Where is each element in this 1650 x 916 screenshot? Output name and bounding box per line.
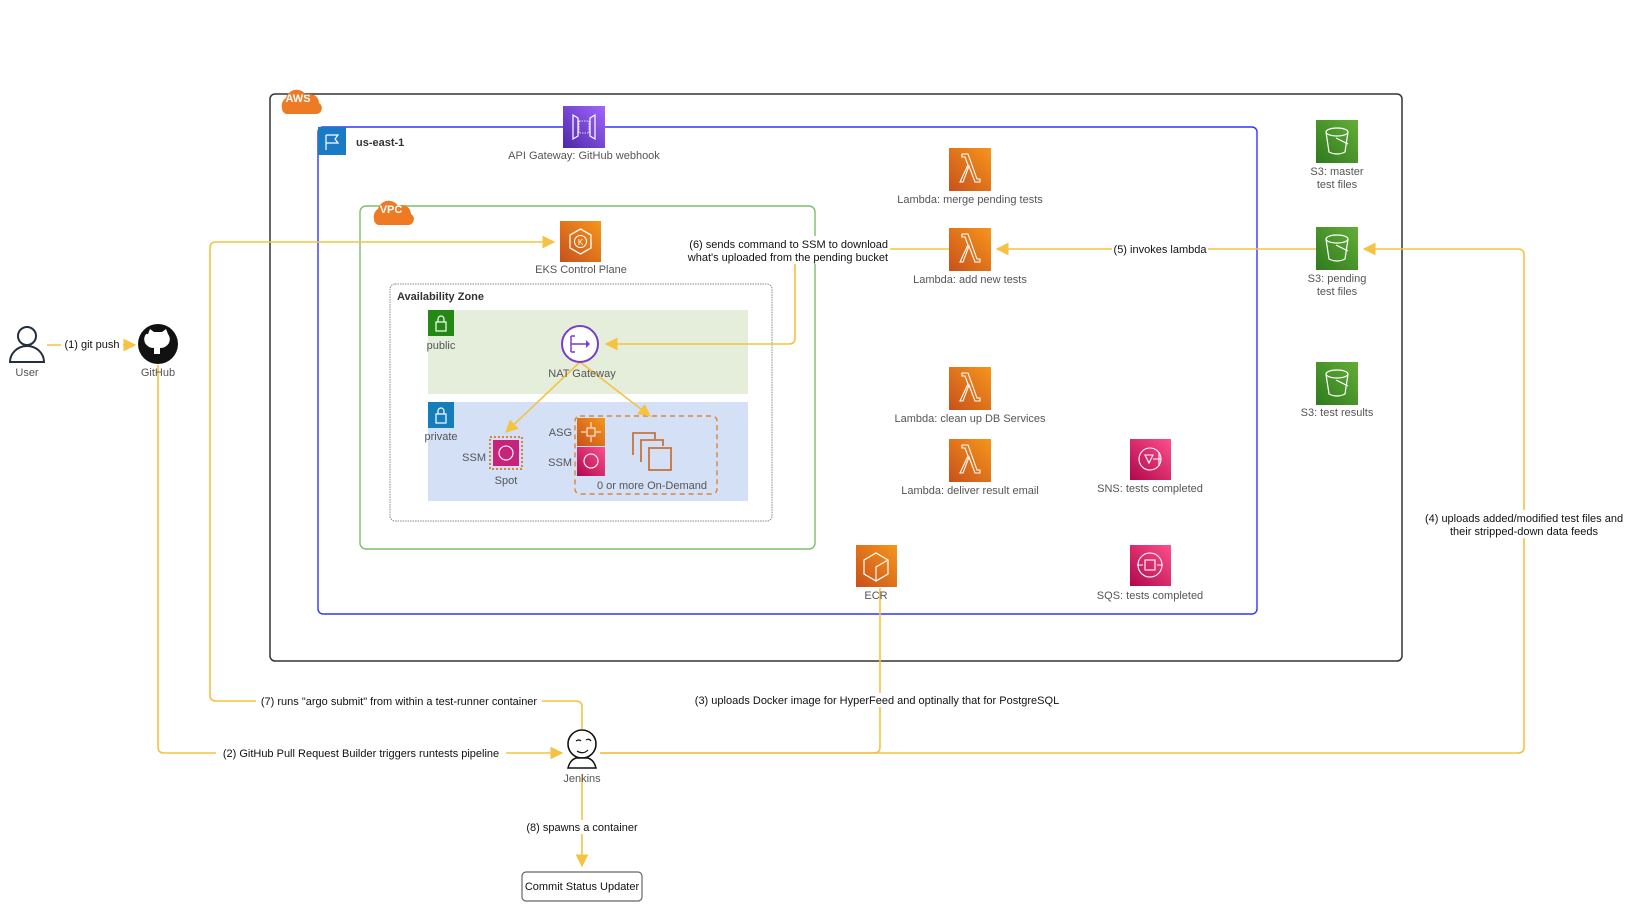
s3-results-node[interactable]: S3: test results bbox=[1301, 362, 1374, 419]
s3-pending-node[interactable]: S3: pending test files bbox=[1308, 227, 1367, 298]
edge-label-3: (3) uploads Docker image for HyperFeed a… bbox=[695, 695, 1059, 707]
vpc-cloud-badge: VPC bbox=[373, 200, 414, 225]
eks-icon bbox=[560, 221, 601, 262]
s3-results-label: S3: test results bbox=[1301, 407, 1374, 419]
instances-icon bbox=[632, 432, 672, 471]
on-demand-instances-node[interactable]: 0 or more On-Demand bbox=[597, 432, 707, 492]
api-gateway-icon bbox=[563, 106, 605, 148]
edge-label-8: (8) spawns a container bbox=[526, 822, 638, 834]
edge-jenkins-to-eks[interactable] bbox=[209, 235, 583, 729]
availability-zone-group: Availability Zone bbox=[389, 283, 773, 522]
on-demand-label: 0 or more On-Demand bbox=[597, 480, 707, 492]
vpc-group-label: VPC bbox=[380, 204, 403, 216]
edge-label-4-line1: (4) uploads added/modified test files an… bbox=[1425, 513, 1623, 525]
asg-node[interactable]: ASG bbox=[549, 418, 605, 446]
vpc-group: VPC bbox=[359, 200, 816, 550]
private-subnet-label: private bbox=[424, 431, 457, 443]
s3-master-node[interactable]: S3: master test files bbox=[1310, 120, 1364, 191]
lambda-cleanup-node[interactable]: Lambda: clean up DB Services bbox=[894, 367, 1046, 425]
spot-ssm-label: SSM bbox=[462, 452, 486, 464]
edge-jenkins-to-ecr[interactable] bbox=[600, 588, 881, 754]
lambda-add-label: Lambda: add new tests bbox=[913, 274, 1027, 286]
region-group: us-east-1 bbox=[317, 126, 1258, 615]
edges bbox=[47, 235, 1525, 868]
jenkins-label: Jenkins bbox=[563, 773, 601, 785]
commit-status-updater-node[interactable]: Commit Status Updater bbox=[521, 871, 643, 902]
lambda-email-node[interactable]: Lambda: deliver result email bbox=[901, 439, 1039, 497]
ec2-spot-icon bbox=[489, 436, 523, 470]
spot-instance-node[interactable]: SSM Spot bbox=[462, 436, 523, 487]
s3-bucket-icon bbox=[1316, 227, 1358, 270]
aws-cloud-group: AWS bbox=[269, 89, 1403, 662]
ecr-label: ECR bbox=[864, 590, 887, 602]
user-node[interactable]: User bbox=[8, 326, 46, 379]
aws-cloud-badge: AWS bbox=[281, 89, 322, 114]
api-gateway-label: API Gateway: GitHub webhook bbox=[508, 150, 660, 162]
sqs-icon bbox=[1130, 545, 1171, 586]
edge-label-2: (2) GitHub Pull Request Builder triggers… bbox=[223, 748, 499, 760]
lambda-email-label: Lambda: deliver result email bbox=[901, 485, 1039, 497]
public-lock-icon bbox=[428, 310, 454, 336]
edge-jenkins-to-s3-pending[interactable] bbox=[600, 242, 1525, 754]
s3-master-label-line2: test files bbox=[1317, 179, 1358, 191]
availability-zone-label: Availability Zone bbox=[397, 291, 484, 303]
edge-lambda-to-nat[interactable] bbox=[604, 248, 949, 351]
s3-pending-label-line1: S3: pending bbox=[1308, 273, 1367, 285]
region-label: us-east-1 bbox=[356, 137, 404, 149]
public-subnet-label: public bbox=[427, 340, 456, 352]
private-lock-icon bbox=[428, 402, 454, 428]
spot-label: Spot bbox=[495, 475, 518, 487]
commit-status-updater-label: Commit Status Updater bbox=[525, 881, 640, 893]
github-label: GitHub bbox=[141, 367, 175, 379]
nat-gateway-label: NAT Gateway bbox=[548, 368, 616, 380]
edge-label-4-line2: their stripped-down data feeds bbox=[1450, 526, 1598, 538]
sns-label: SNS: tests completed bbox=[1097, 483, 1203, 495]
edge-github-to-jenkins[interactable] bbox=[157, 365, 564, 760]
aws-group-label: AWS bbox=[285, 93, 310, 105]
s3-bucket-icon bbox=[1316, 362, 1358, 405]
user-icon bbox=[8, 326, 46, 363]
edge-label-1: (1) git push bbox=[64, 339, 119, 351]
lambda-merge-label: Lambda: merge pending tests bbox=[897, 194, 1043, 206]
edge-label-6-line1: (6) sends command to SSM to download bbox=[689, 239, 888, 251]
jenkins-node[interactable]: Jenkins bbox=[563, 729, 601, 785]
github-node[interactable]: GitHub bbox=[138, 324, 178, 379]
edge-nat-to-on-demand[interactable] bbox=[579, 361, 652, 417]
edge-label-5: (5) invokes lambda bbox=[1114, 244, 1208, 256]
ssm-label: SSM bbox=[548, 457, 572, 469]
sqs-label: SQS: tests completed bbox=[1097, 590, 1203, 602]
s3-pending-label-line2: test files bbox=[1317, 286, 1358, 298]
edge-nat-to-spot[interactable] bbox=[505, 361, 581, 433]
eks-label: EKS Control Plane bbox=[535, 264, 627, 276]
api-gateway-node[interactable]: API Gateway: GitHub webhook bbox=[508, 106, 660, 162]
ecr-node[interactable]: ECR bbox=[856, 545, 897, 602]
s3-bucket-icon bbox=[1316, 120, 1358, 163]
asg-label: ASG bbox=[549, 427, 572, 439]
ssm-node[interactable]: SSM bbox=[548, 447, 605, 476]
nat-gateway-node[interactable]: NAT Gateway bbox=[548, 325, 616, 380]
lambda-merge-node[interactable]: Lambda: merge pending tests bbox=[897, 148, 1043, 206]
jenkins-icon bbox=[567, 729, 597, 769]
nat-gateway-icon bbox=[561, 325, 599, 363]
lambda-add-node[interactable]: Lambda: add new tests bbox=[913, 228, 1027, 286]
svg-text:K: K bbox=[578, 238, 584, 247]
ssm-icon bbox=[577, 447, 605, 476]
sns-node[interactable]: SNS: tests completed bbox=[1097, 439, 1203, 495]
user-label: User bbox=[15, 367, 39, 379]
eks-node[interactable]: K EKS Control Plane bbox=[535, 221, 627, 276]
region-flag-icon bbox=[318, 127, 346, 155]
sqs-node[interactable]: SQS: tests completed bbox=[1097, 545, 1203, 602]
edge-labels: (1) git push (2) GitHub Pull Request Bui… bbox=[61, 236, 1623, 834]
edge-label-7: (7) runs "argo submit" from within a tes… bbox=[261, 696, 538, 708]
s3-master-label-line1: S3: master bbox=[1310, 166, 1364, 178]
github-icon bbox=[138, 324, 178, 364]
lambda-cleanup-label: Lambda: clean up DB Services bbox=[894, 413, 1046, 425]
edge-label-6-line2: what's uploaded from the pending bucket bbox=[687, 252, 888, 264]
